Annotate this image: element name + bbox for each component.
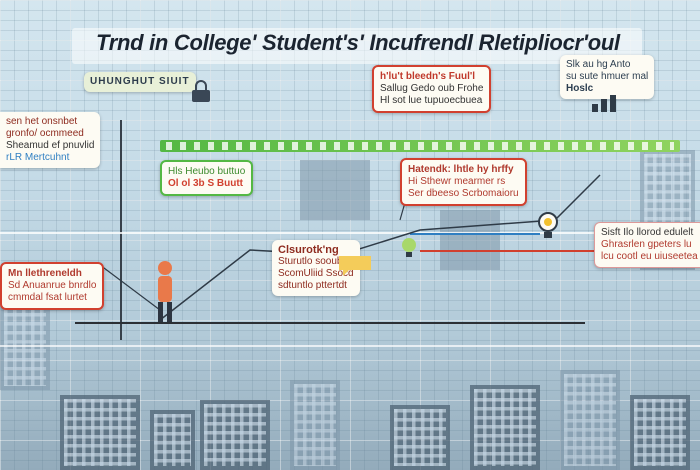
- chat-bubble-icon-shape: [339, 256, 371, 276]
- person-icon-leg: [167, 302, 172, 322]
- axis-line: [75, 322, 585, 324]
- lightbulb-icon-glass: [402, 238, 416, 252]
- chart-icon: [592, 95, 616, 112]
- chart-icon-bar: [610, 95, 616, 112]
- chart-icon-bar: [592, 104, 598, 112]
- padlock-icon: [192, 80, 210, 102]
- person-icon: [158, 261, 172, 322]
- building: [200, 400, 270, 470]
- chat-bubble-icon: [339, 256, 371, 276]
- note-center-right: Hatendk: lhtle hy hrffy Hi Sthewr mearme…: [400, 158, 527, 206]
- lightbulb-icon-base: [406, 252, 412, 257]
- person-icon-leg: [158, 302, 163, 322]
- connector-line: [0, 345, 700, 347]
- building: [290, 380, 340, 470]
- note-top-right: Slk au hg Anto su sute hmuer mal Hoslc: [560, 55, 655, 99]
- person-icon-head: [158, 261, 172, 275]
- building: [390, 405, 450, 470]
- lightbulb-icon: [402, 238, 416, 257]
- building: [300, 160, 370, 220]
- note-left-lower: Mn llethreneldh Sd Anuanrue bnrdlo cmmda…: [0, 262, 105, 310]
- note-green: Hls Heubo buttuo Ol ol 3b S Buutt: [160, 160, 254, 196]
- building: [560, 370, 620, 470]
- building: [60, 395, 140, 470]
- person-icon-body: [158, 276, 172, 302]
- green-timeline-bar: [160, 140, 680, 152]
- trend-path: [159, 174, 601, 321]
- lightbulb-icon-base: [544, 232, 552, 238]
- note-right-middle: Sisft Ilo llorod edulelt Ghrasrlen gpete…: [594, 222, 700, 268]
- lightbulb-icon: [538, 212, 558, 238]
- header-label: UHUNGHUT SIUIT: [84, 72, 196, 92]
- chart-icon-bar: [601, 99, 607, 112]
- building: [630, 395, 690, 470]
- building: [150, 410, 195, 470]
- page-title: Trnd in College' Student's' Incufrendl R…: [96, 30, 620, 55]
- note-left-upper: sen het onsnbet gronfo/ ocmmeed Sheamud …: [0, 112, 101, 168]
- connector-line: [420, 250, 600, 252]
- note-top-center: h'lu't bleedn's Fuul'l Sallug Gedo oub F…: [372, 65, 492, 113]
- padlock-icon-body: [192, 90, 210, 102]
- trend-path: [99, 264, 161, 311]
- axis-line: [120, 120, 122, 340]
- connector-line: [410, 233, 540, 235]
- title-band: [72, 28, 642, 64]
- connector-line: [0, 232, 700, 234]
- building: [470, 385, 540, 470]
- lightbulb-icon-glow: [544, 218, 552, 226]
- padlock-icon-shackle: [195, 80, 207, 90]
- building: [440, 210, 500, 270]
